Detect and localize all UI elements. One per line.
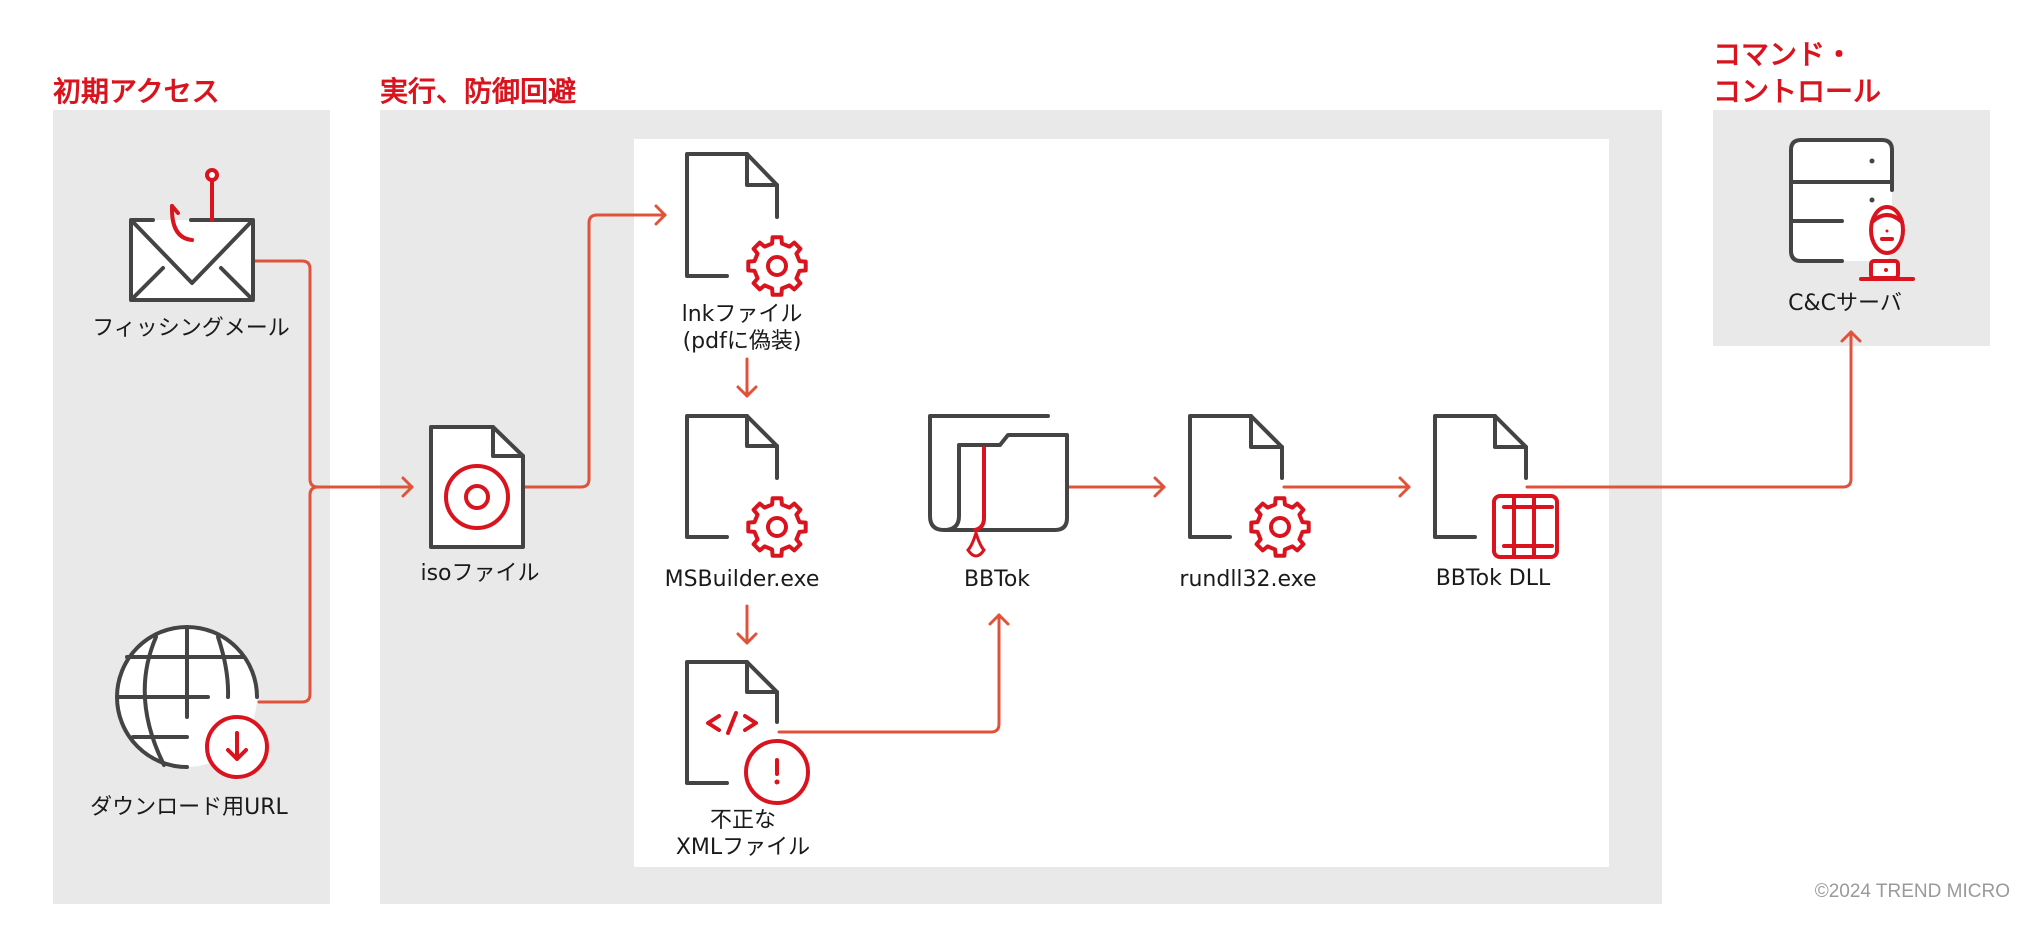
node-iso-file: isoファイル — [420, 425, 540, 586]
arrowhead-rundll32 — [1153, 476, 1166, 498]
label-xml-file-line1: 不正な — [710, 808, 776, 833]
copyright: ©2024 TREND MICRO — [1815, 881, 2010, 902]
arrowhead-xml — [736, 632, 758, 645]
node-bbtok: BBTok — [928, 414, 1069, 592]
label-bbtok: BBTok — [964, 567, 1030, 592]
arrowhead-lnk — [654, 204, 667, 226]
file-code-warning-icon — [685, 660, 810, 805]
edge-iso-to-lnk — [522, 213, 667, 489]
arrowhead-cc — [1840, 330, 1862, 343]
node-cc-server: C&Cサーバ — [1788, 138, 1915, 316]
label-lnk-file-line2: (pdfに偽装) — [683, 329, 802, 354]
file-gear-icon — [1188, 414, 1311, 558]
edge-phishing-to-iso — [252, 259, 320, 489]
arrowhead-iso — [401, 476, 414, 498]
edge-url-to-iso — [257, 485, 320, 704]
arrowhead-dll — [1398, 476, 1411, 498]
gear-icon — [1249, 496, 1311, 558]
edge-xml-to-bbtok — [777, 613, 1001, 734]
label-download-url: ダウンロード用URL — [90, 795, 288, 820]
edge-dll-to-cc — [1525, 330, 1853, 489]
globe-download-icon — [115, 625, 269, 779]
flow-connectors — [252, 204, 1862, 734]
arrowhead-msbuilder — [736, 385, 758, 398]
label-xml-file-line2: XMLファイル — [676, 835, 810, 860]
node-lnk-file: lnkファイル (pdfに偽装) — [682, 152, 808, 354]
phishing-mail-icon — [129, 168, 255, 302]
stage-title-execution: 実行、防御回避 — [380, 75, 576, 108]
node-bbtok-dll: BBTok DLL — [1433, 414, 1559, 591]
disc-file-icon — [429, 425, 525, 549]
gear-icon — [746, 235, 808, 297]
node-download-url: ダウンロード用URL — [90, 625, 289, 820]
label-cc-server: C&Cサーバ — [1788, 291, 1902, 316]
label-rundll32: rundll32.exe — [1179, 567, 1316, 592]
node-phishing-mail: フィッシングメール — [92, 168, 290, 341]
server-attacker-icon — [1789, 138, 1915, 281]
label-phishing-mail: フィッシングメール — [92, 316, 290, 341]
stage-title-initial-access: 初期アクセス — [53, 75, 220, 108]
node-xml-file: 不正な XMLファイル — [676, 660, 810, 860]
file-dll-icon — [1433, 414, 1559, 559]
file-gear-icon — [685, 152, 808, 297]
node-rundll32: rundll32.exe — [1179, 414, 1317, 592]
arrowhead-bbtok — [988, 613, 1010, 626]
label-bbtok-dll: BBTok DLL — [1436, 566, 1551, 591]
file-gear-icon — [685, 414, 808, 558]
label-msbuilder: MSBuilder.exe — [665, 567, 820, 592]
label-lnk-file-line1: lnkファイル — [682, 302, 803, 327]
stage-title-c2-line1: コマンド・ — [1713, 38, 1853, 71]
stage-title-c2-line2: コントロール — [1713, 75, 1881, 108]
label-iso-file: isoファイル — [420, 561, 539, 586]
infected-folder-icon — [928, 414, 1069, 558]
gear-icon — [746, 496, 808, 558]
node-msbuilder: MSBuilder.exe — [665, 414, 820, 592]
